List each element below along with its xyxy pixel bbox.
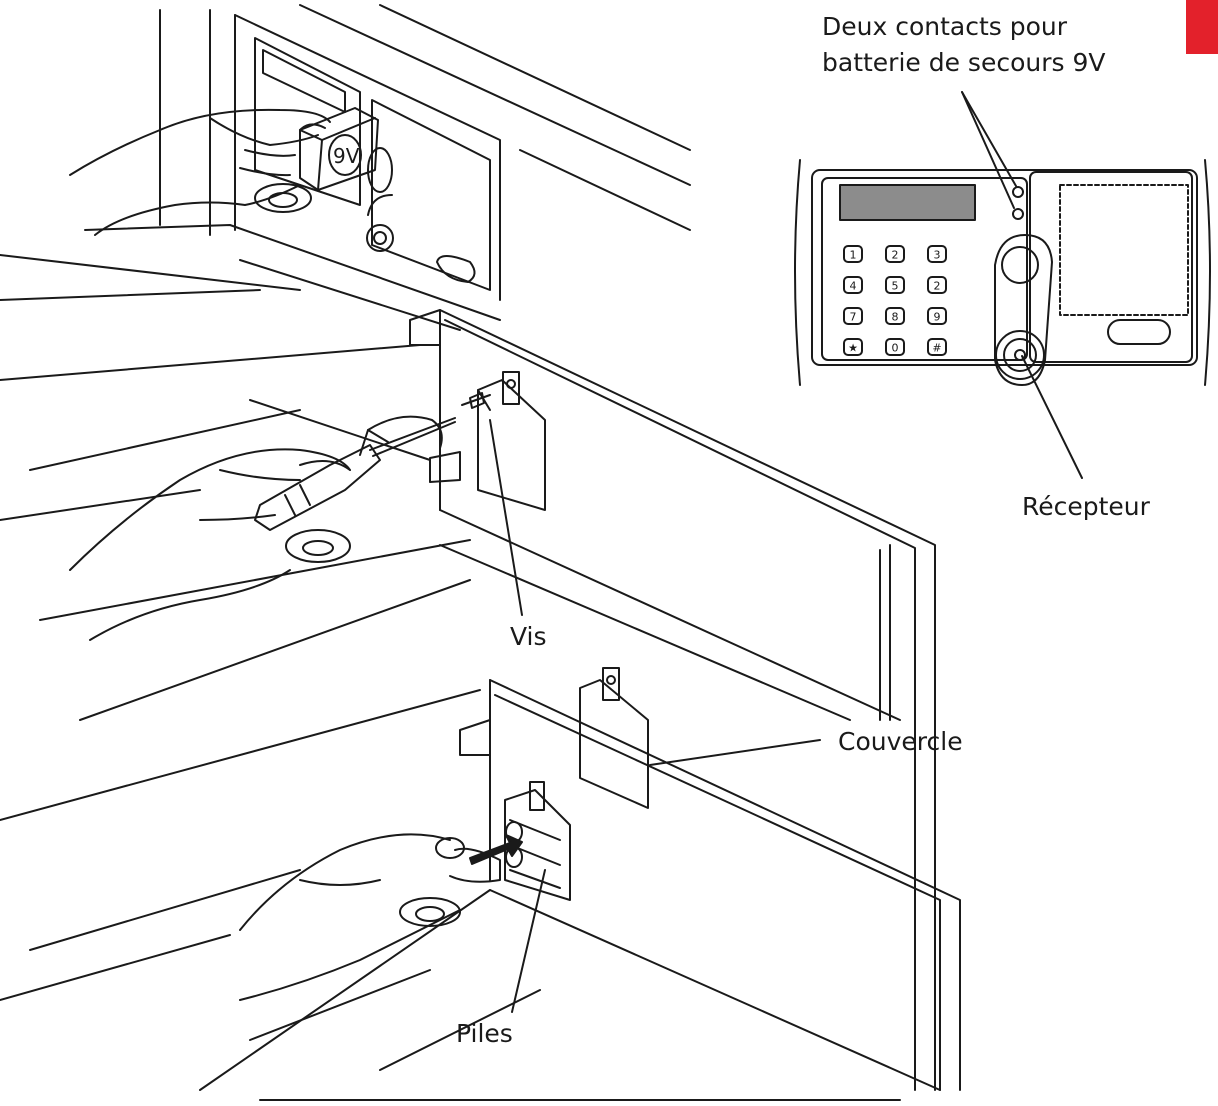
keypad-key-label: 5 [892, 280, 899, 293]
battery-9v-icon: 9V [299, 107, 379, 191]
keypad-key-label: 4 [850, 280, 857, 293]
keypad-key [885, 276, 905, 294]
leader-lines [489, 91, 1083, 1013]
keypad-key-label: 2 [934, 280, 941, 293]
keypad-key [927, 338, 947, 356]
keypad-key [927, 307, 947, 325]
keypad-key [843, 307, 863, 325]
keypad-key-label: 2 [892, 249, 899, 262]
keypad-key-label: 9 [934, 311, 941, 324]
keypad-key [843, 245, 863, 263]
screw-label: Vis [510, 622, 547, 651]
middle-safe-panel [0, 309, 936, 1091]
backup-contacts-label-line2: batterie de secours 9V [822, 48, 1106, 77]
keypad-key [843, 276, 863, 294]
keypad-key-label: 3 [934, 249, 941, 262]
keypad-key-label: ★ [848, 342, 858, 355]
keypad-key-label: 1 [850, 249, 857, 262]
hand-icon [69, 108, 331, 236]
keypad-panel-icon: 1 2 3 4 5 2 7 8 9 ★ 0 # [794, 159, 1211, 386]
cover-label: Couvercle [838, 727, 963, 756]
insert-arrow-icon [469, 834, 523, 865]
battery-label: 9V [333, 144, 360, 168]
screwdriver-icon [254, 417, 456, 531]
keypad-key-label: 8 [892, 311, 899, 324]
keypad-key-label: 0 [892, 342, 899, 355]
keypad-key [927, 276, 947, 294]
keypad-key [885, 245, 905, 263]
corner-tab [1186, 0, 1218, 54]
keypad-key [885, 338, 905, 356]
cover-plate [579, 667, 649, 809]
rotate-arrow-icon [359, 415, 443, 456]
keypad-key-label: # [932, 342, 941, 355]
batteries-label: Piles [456, 1019, 513, 1048]
backup-contacts-label-line1: Deux contacts pour [822, 12, 1068, 41]
keypad-key [885, 307, 905, 325]
hand-icon [69, 448, 351, 641]
keypad-keys: 1 2 3 4 5 2 7 8 9 ★ 0 # [843, 245, 947, 356]
top-safe-panel [0, 4, 691, 331]
keypad-key [843, 338, 863, 356]
keypad-key [927, 245, 947, 263]
hand-icon [239, 833, 501, 1001]
keypad-key-label: 7 [850, 311, 857, 324]
receiver-label: Récepteur [1022, 492, 1150, 521]
